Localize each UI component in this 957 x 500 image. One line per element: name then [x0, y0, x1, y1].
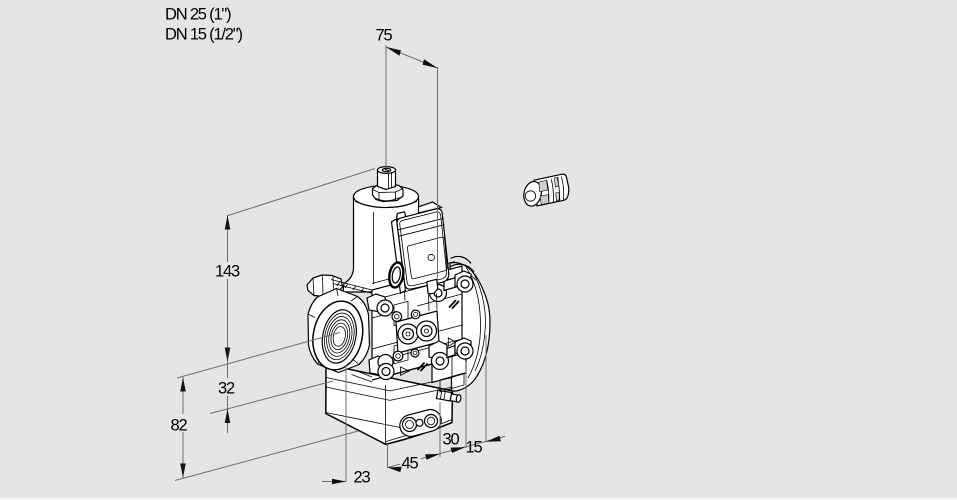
svg-text:82: 82 — [171, 417, 188, 435]
svg-text:45: 45 — [402, 455, 419, 473]
svg-text:23: 23 — [354, 469, 371, 487]
svg-text:32: 32 — [218, 380, 235, 398]
svg-text:30: 30 — [443, 431, 460, 449]
svg-text:75: 75 — [376, 27, 393, 45]
svg-text:15: 15 — [466, 439, 483, 457]
svg-text:143: 143 — [215, 263, 240, 281]
svg-text:DN 15 (1/2"): DN 15 (1/2") — [165, 26, 242, 44]
svg-text:DN 25 (1"): DN 25 (1") — [165, 6, 231, 24]
